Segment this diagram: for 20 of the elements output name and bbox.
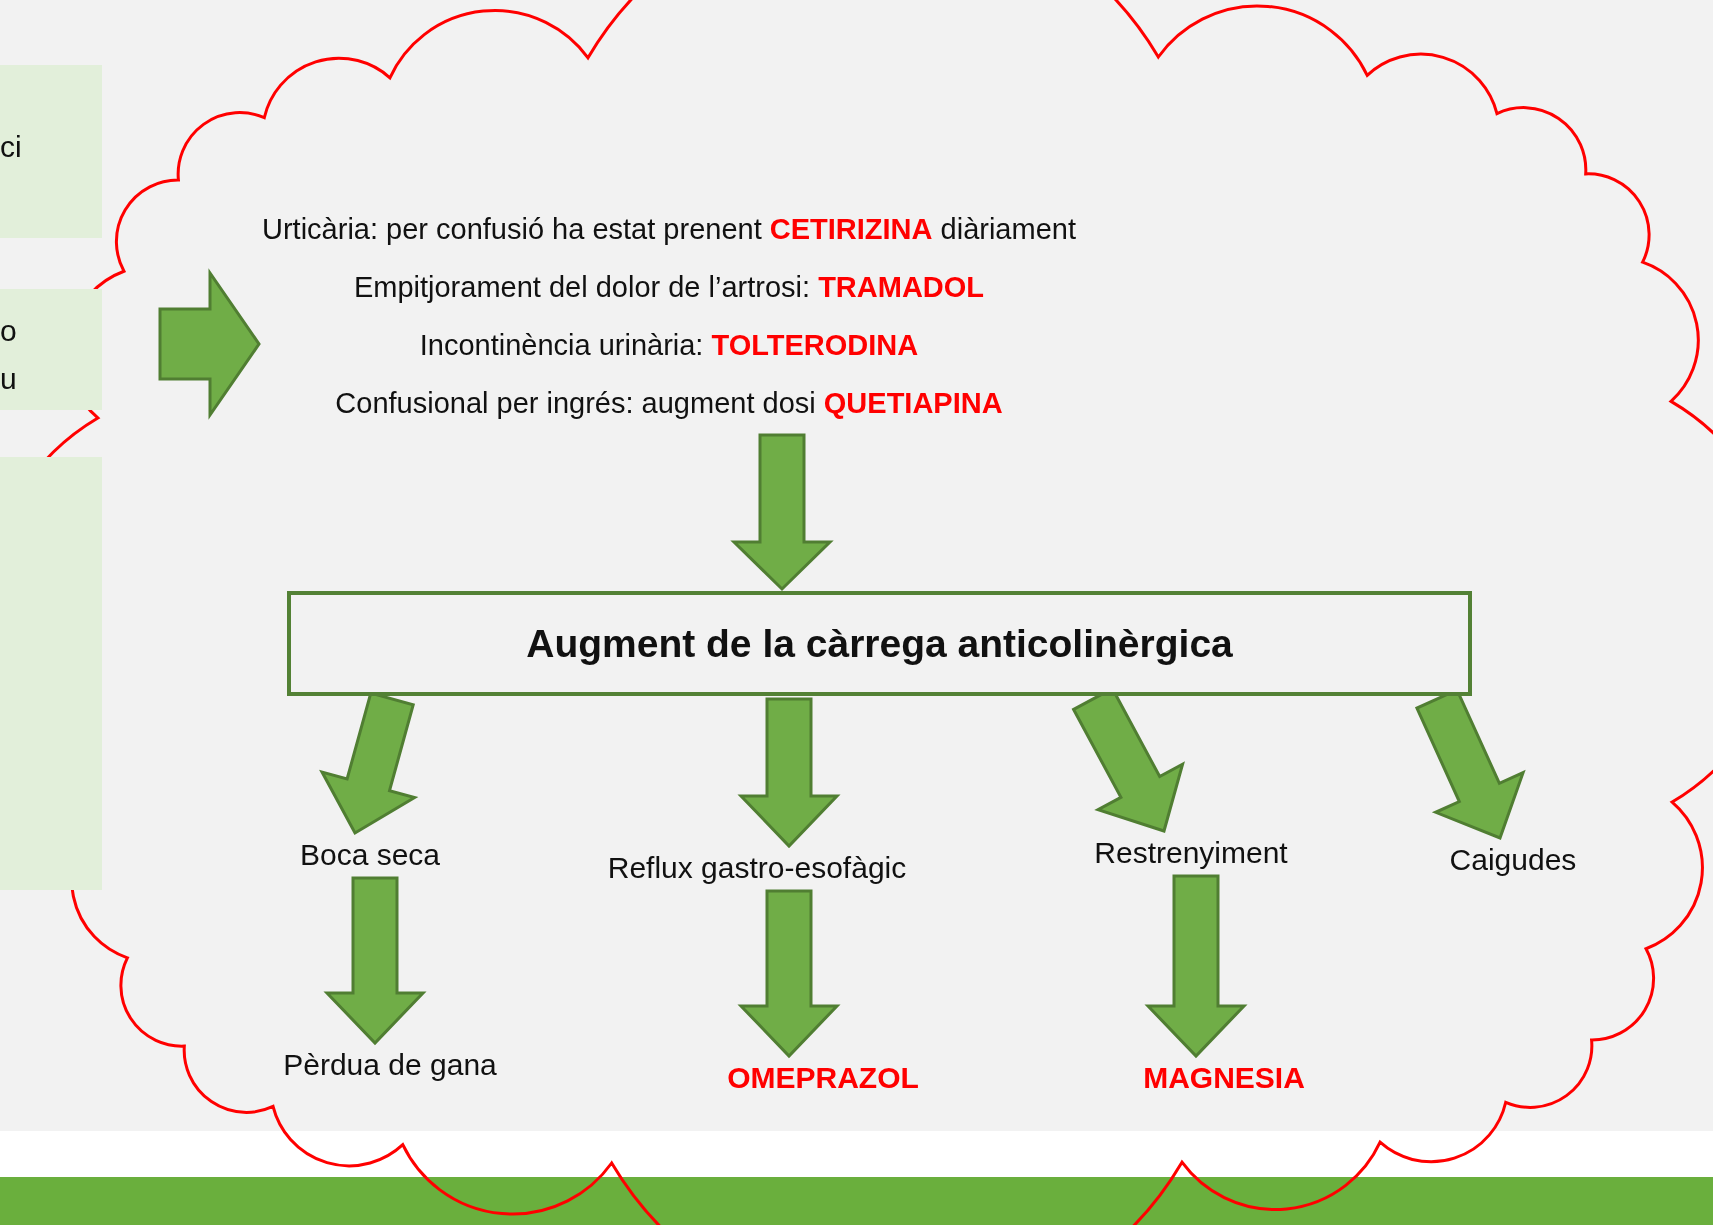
text-label: Boca seca — [280, 835, 460, 875]
block-arrow — [1144, 874, 1248, 1059]
drug-label: OMEPRAZOL — [708, 1058, 938, 1098]
block-arrow — [737, 697, 841, 849]
text-label: Restrenyiment — [1061, 833, 1321, 873]
drug-label: MAGNESIA — [1119, 1058, 1329, 1098]
process-box: Augment de la càrrega anticolinèrgica — [287, 591, 1472, 696]
block-arrow — [323, 876, 427, 1046]
text-line: Urticària: per confusió ha estat prenent CETIRIZINA diàriament — [262, 212, 1076, 247]
text-label: Reflux gastro-esofàgic — [567, 848, 947, 888]
text-line: Confusional per ingrés: augment dosi QUETIAPINA — [334, 386, 1004, 421]
text-line: Incontinència urinària: TOLTERODINA — [418, 328, 920, 363]
text-label: Caigudes — [1428, 840, 1598, 880]
block-arrow — [158, 268, 261, 420]
text-label: Pèrdua de gana — [250, 1045, 530, 1085]
block-arrow — [730, 433, 834, 592]
text-line: Empitjorament del dolor de l’artrosi: TRAMADOL — [352, 270, 986, 305]
side-panel: ci — [0, 65, 102, 238]
side-panel: o u — [0, 289, 102, 410]
block-arrow — [737, 889, 841, 1059]
